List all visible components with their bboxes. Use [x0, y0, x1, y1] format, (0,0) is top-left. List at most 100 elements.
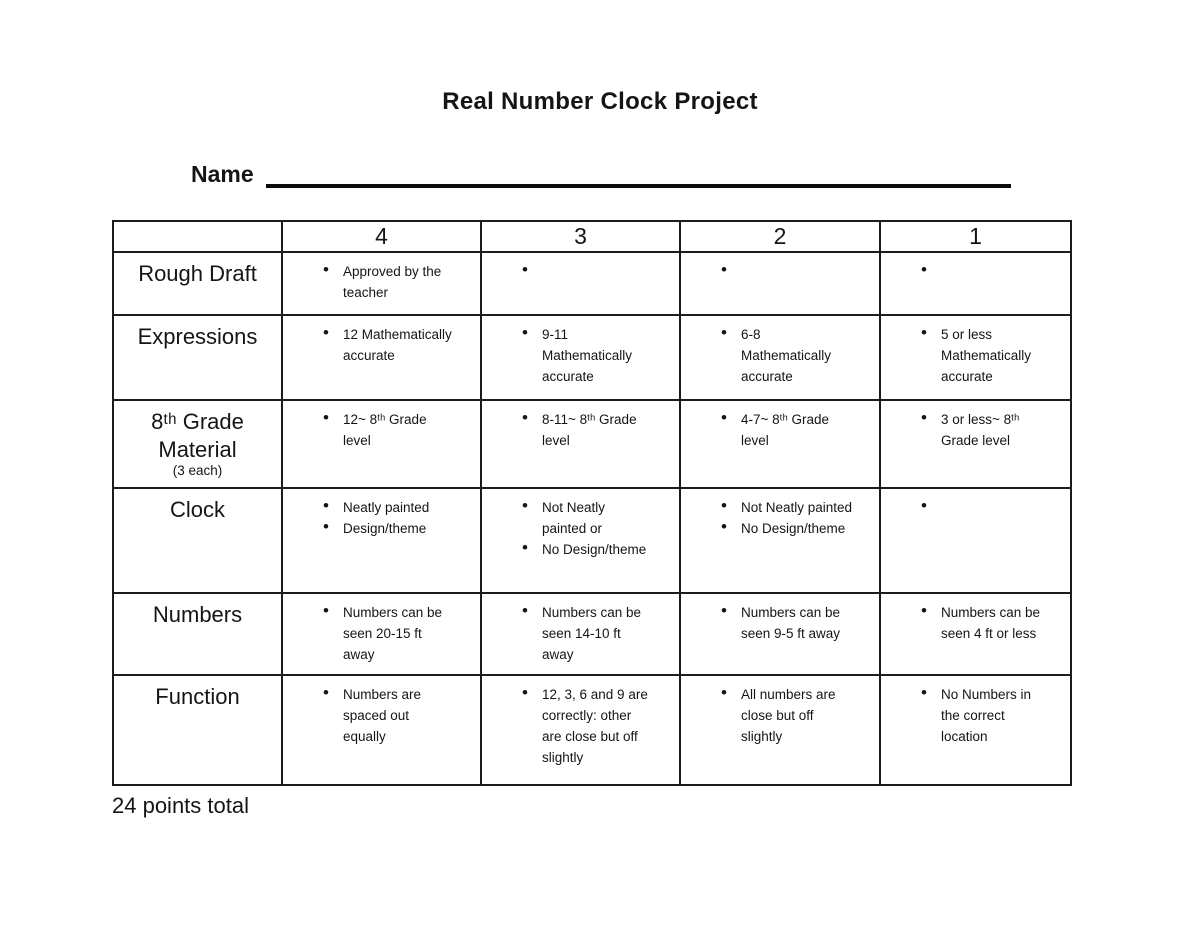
bullet-item: Numbers are spaced out equally	[317, 682, 454, 747]
rubric-cell	[879, 251, 1072, 316]
name-row: Name	[191, 156, 1200, 188]
bullet-item: 12~ 8ᵗʰ Grade level	[317, 407, 454, 451]
rubric-row: Expressions 12 Mathematically accurate 9-1…	[112, 314, 1072, 401]
rubric-table: 4 3 2 1 Rough Draft Approved by the teach…	[112, 220, 1072, 786]
bullet-list: Numbers are spaced out equally	[283, 682, 454, 747]
score-header-1: 1	[879, 220, 1072, 253]
rubric-cell: Neatly paintedDesign/theme	[281, 487, 482, 594]
bullet-item: No Numbers in the correct location	[915, 682, 1044, 747]
rubric-cell	[679, 251, 881, 316]
bullet-item: 12, 3, 6 and 9 are correctly: other are …	[516, 682, 653, 768]
bullet-item: 3 or less~ 8ᵗʰ Grade level	[915, 407, 1044, 451]
row-sublabel: (3 each)	[172, 463, 223, 478]
rubric-cell: All numbers are close but off slightly	[679, 674, 881, 786]
row-label: Clock	[112, 487, 283, 594]
bullet-item: Approved by the teacher	[317, 259, 454, 303]
bullet-item	[915, 259, 1044, 282]
rubric-row: Numbers Numbers can be seen 20-15 ft away…	[112, 592, 1072, 676]
bullet-list	[482, 259, 653, 282]
bullet-list: Approved by the teacher	[283, 259, 454, 303]
bullet-item	[915, 495, 1044, 518]
rubric-cell: 5 or less Mathematically accurate	[879, 314, 1072, 401]
bullet-list: 6-8 Mathematically accurate	[681, 322, 853, 387]
bullet-item: Numbers can be seen 20-15 ft away	[317, 600, 454, 665]
row-label-text: 8ᵗʰ Grade Material	[151, 409, 244, 462]
bullet-list: 3 or less~ 8ᵗʰ Grade level	[881, 407, 1044, 451]
rubric-cell: 4-7~ 8ᵗʰ Grade level	[679, 399, 881, 489]
row-label: 8ᵗʰ Grade Material(3 each)	[112, 399, 283, 489]
bullet-list: 12, 3, 6 and 9 are correctly: other are …	[482, 682, 653, 768]
page-title: Real Number Clock Project	[442, 88, 758, 115]
rubric-row: Function Numbers are spaced out equally 12…	[112, 674, 1072, 786]
rubric-cell: 8-11~ 8ᵗʰ Grade level	[480, 399, 681, 489]
rubric-cell: Numbers can be seen 4 ft or less	[879, 592, 1072, 676]
bullet-item	[516, 259, 653, 282]
bullet-item	[715, 259, 853, 282]
row-label-text: Function	[155, 684, 240, 709]
rubric-cell: 3 or less~ 8ᵗʰ Grade level	[879, 399, 1072, 489]
bullet-list: 12~ 8ᵗʰ Grade level	[283, 407, 454, 451]
bullet-item: Neatly painted	[317, 495, 454, 518]
rubric-cell: No Numbers in the correct location	[879, 674, 1072, 786]
rubric-header-row: 4 3 2 1	[112, 220, 1072, 253]
bullet-item: Numbers can be seen 9-5 ft away	[715, 600, 853, 644]
row-label-text: Clock	[169, 497, 225, 522]
points-total: 24 points total	[112, 793, 249, 818]
bullet-item: 6-8 Mathematically accurate	[715, 322, 853, 387]
bullet-item: All numbers are close but off slightly	[715, 682, 853, 747]
bullet-list	[881, 495, 1044, 518]
bullet-list: Neatly paintedDesign/theme	[283, 495, 454, 539]
rubric-cell: 9-11 Mathematically accurate	[480, 314, 681, 401]
bullet-list: 5 or less Mathematically accurate	[881, 322, 1044, 387]
bullet-list: 4-7~ 8ᵗʰ Grade level	[681, 407, 853, 451]
rubric-cell: Numbers can be seen 20-15 ft away	[281, 592, 482, 676]
bullet-item: Not Neatly painted or	[516, 495, 653, 539]
bullet-item: No Design/theme	[516, 537, 653, 560]
row-label: Function	[112, 674, 283, 786]
bullet-list: 8-11~ 8ᵗʰ Grade level	[482, 407, 653, 451]
rubric-cell: Approved by the teacher	[281, 251, 482, 316]
bullet-item: 9-11 Mathematically accurate	[516, 322, 653, 387]
bullet-list: Not Neatly painted orNo Design/theme	[482, 495, 653, 560]
bullet-item: 5 or less Mathematically accurate	[915, 322, 1044, 387]
rubric-row: Clock Neatly paintedDesign/theme Not Neatl…	[112, 487, 1072, 594]
bullet-list: Not Neatly paintedNo Design/theme	[681, 495, 853, 539]
bullet-list: Numbers can be seen 20-15 ft away	[283, 600, 454, 665]
bullet-list: 9-11 Mathematically accurate	[482, 322, 653, 387]
score-header-2: 2	[679, 220, 881, 253]
rubric-cell: 6-8 Mathematically accurate	[679, 314, 881, 401]
rubric-cell	[879, 487, 1072, 594]
rubric-cell	[480, 251, 681, 316]
rubric-cell: Not Neatly paintedNo Design/theme	[679, 487, 881, 594]
bullet-item: Numbers can be seen 4 ft or less	[915, 600, 1044, 644]
bullet-list: All numbers are close but off slightly	[681, 682, 853, 747]
score-header-3: 3	[480, 220, 681, 253]
rubric-cell: Not Neatly painted orNo Design/theme	[480, 487, 681, 594]
rubric-cell: 12~ 8ᵗʰ Grade level	[281, 399, 482, 489]
rubric-cell: 12 Mathematically accurate	[281, 314, 482, 401]
bullet-item: 12 Mathematically accurate	[317, 322, 454, 366]
name-label: Name	[191, 161, 254, 187]
bullet-item: 4-7~ 8ᵗʰ Grade level	[715, 407, 853, 451]
bullet-item: 8-11~ 8ᵗʰ Grade level	[516, 407, 653, 451]
rubric-row: 8ᵗʰ Grade Material(3 each) 12~ 8ᵗʰ Grade …	[112, 399, 1072, 489]
score-header-4: 4	[281, 220, 482, 253]
name-blank-line	[265, 160, 1011, 188]
rubric-cell: Numbers can be seen 9-5 ft away	[679, 592, 881, 676]
bullet-item: Design/theme	[317, 516, 454, 539]
row-label: Expressions	[112, 314, 283, 401]
rubric-cell: Numbers are spaced out equally	[281, 674, 482, 786]
bullet-item: Numbers can be seen 14-10 ft away	[516, 600, 653, 665]
row-label-text: Expressions	[137, 324, 258, 349]
rubric-cell: 12, 3, 6 and 9 are correctly: other are …	[480, 674, 681, 786]
rubric-row: Rough Draft Approved by the teacher	[112, 251, 1072, 316]
row-label: Rough Draft	[112, 251, 283, 316]
bullet-list: Numbers can be seen 4 ft or less	[881, 600, 1044, 644]
criteria-header-blank	[112, 220, 283, 253]
row-label-text: Rough Draft	[138, 261, 257, 286]
bullet-list: 12 Mathematically accurate	[283, 322, 454, 366]
row-label-text: Numbers	[152, 602, 243, 627]
bullet-list: Numbers can be seen 9-5 ft away	[681, 600, 853, 644]
bullet-list: Numbers can be seen 14-10 ft away	[482, 600, 653, 665]
